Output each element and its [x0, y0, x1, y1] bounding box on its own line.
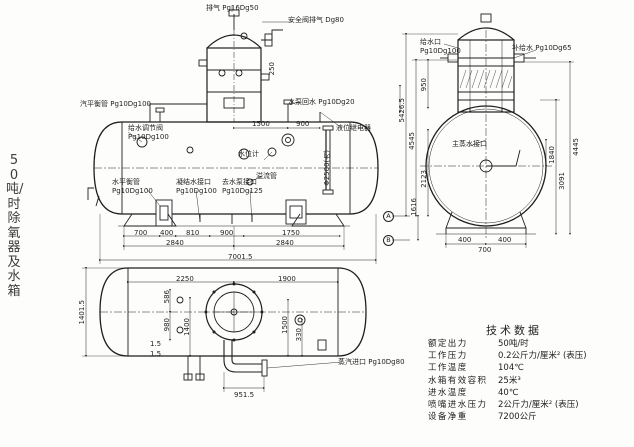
dim-1400: 1400: [183, 318, 191, 336]
callout-feedwater-control: 给水调节阀: [128, 124, 163, 132]
tech-label: 水箱有效容积: [428, 375, 488, 386]
side-elevation: [392, 13, 574, 248]
dim-1750: 1750: [282, 229, 300, 237]
callout-feed-inlet: 给水口: [420, 38, 441, 46]
tech-row: 进水温度 40℃: [428, 387, 628, 399]
dim-1401-5: 1401.5: [78, 300, 86, 325]
callout-feed-inlet-spec: Pg10Dg100: [420, 47, 461, 55]
callout-deaerated-water: 主蒸水接口: [452, 140, 487, 148]
dim-2840-right: 2840: [276, 239, 294, 247]
tech-table: 额定出力 50吨/时 工作压力 0.2公斤力/厘米² (表压) 工作温度 104…: [428, 338, 628, 423]
dim-1-5b: 1.5: [150, 350, 162, 358]
dim-1616: 1616: [410, 198, 418, 216]
tech-value: 50吨/时: [498, 339, 529, 349]
dim-1500: 1500: [252, 120, 270, 128]
tech-row: 工作压力 0.2公斤力/厘米² (表压): [428, 350, 628, 362]
dim-950: 950: [420, 78, 428, 92]
tech-value: 2公斤力/厘米² (表压): [498, 399, 579, 410]
tech-label: 进水温度: [428, 387, 468, 398]
tech-label: 工作温度: [428, 363, 468, 374]
dim-400b: 400: [458, 236, 472, 244]
dim-1-5a: 1.5: [150, 340, 162, 348]
front-elevation: [87, 6, 379, 264]
callout-exhaust: 排气 Pg16Dg50: [206, 4, 259, 12]
tech-value: 104℃: [498, 363, 524, 374]
callout-makeup-water: 补给水 Pg10Dg65: [512, 44, 572, 52]
plan-view: [82, 267, 367, 392]
dim-586: 586: [163, 290, 171, 304]
tech-row: 设备净重 7200公斤: [428, 411, 628, 423]
dim-3091: 3091: [558, 172, 566, 190]
dim-2840-left: 2840: [166, 239, 184, 247]
dim-900: 900: [296, 120, 310, 128]
dim-4445: 4445: [572, 138, 580, 156]
callout-level-switch: 液位继电器: [336, 124, 371, 132]
dim-700b: 700: [478, 246, 492, 254]
dim-5426-5: 5426.5: [398, 98, 406, 123]
dim-4545: 4545: [408, 132, 416, 150]
callout-water-balance-spec: Pg10Dg100: [112, 187, 153, 195]
grid-label-a: A: [383, 211, 394, 222]
dim-250: 250: [268, 62, 276, 76]
callout-condensate-inlet: 凝结水接口: [176, 178, 211, 186]
dim-330: 330: [295, 328, 303, 342]
callout-to-pump-spec: Pg10Dg125: [222, 187, 263, 195]
tech-table-title: 技术数据: [486, 324, 542, 337]
callout-steam-balance: 汽平衡管 Pg10Dg100: [80, 100, 151, 108]
tech-value: 40℃: [498, 387, 519, 398]
dim-1840: 1840: [548, 146, 556, 164]
dim-1500b: 1500: [281, 316, 289, 334]
callout-feedwater-control-spec: Pg10Dg100: [128, 133, 169, 141]
dim-phi2500: Φ2500(内): [323, 150, 331, 186]
tech-value: 25米³: [498, 375, 521, 386]
dim-951-5: 951.5: [234, 391, 255, 399]
tech-label: 额定出力: [428, 339, 468, 349]
tech-label: 喷嘴进水压力: [428, 399, 488, 410]
dim-400: 400: [160, 229, 174, 237]
tech-row: 额定出力 50吨/时: [428, 338, 628, 350]
drawing-title: 50吨/时除氧器及水箱: [6, 153, 24, 299]
tech-row: 工作温度 104℃: [428, 362, 628, 374]
tech-label: 工作压力: [428, 351, 468, 362]
dim-900b: 900: [220, 229, 234, 237]
callout-safety-valve: 安全阀排气 Dg80: [288, 16, 344, 24]
callout-water-balance: 水平衡管: [112, 178, 140, 186]
dim-700: 700: [134, 229, 148, 237]
callout-heater-inlet: 蒸汽进口 Pg10Dg80: [338, 358, 405, 366]
callout-level-gauge: 水位计: [238, 150, 259, 158]
callout-overflow: 溢流管: [256, 172, 277, 180]
dim-2250: 2250: [176, 275, 194, 283]
grid-label-b: B: [383, 235, 394, 246]
dim-400c: 400: [498, 236, 512, 244]
dim-7001-5: 7001.5: [228, 253, 253, 261]
dim-2123: 2123: [420, 170, 428, 188]
callout-pump-return: 水泵回水 Pg10Dg20: [288, 98, 355, 106]
callout-condensate-inlet-spec: Pg10Dg100: [176, 187, 217, 195]
dim-810: 810: [186, 229, 200, 237]
tech-label: 设备净重: [428, 412, 468, 423]
tech-row: 喷嘴进水压力 2公斤力/厘米² (表压): [428, 399, 628, 411]
callout-to-pump: 去水泵接口: [222, 178, 257, 186]
dim-980: 980: [163, 318, 171, 332]
tech-row: 水箱有效容积 25米³: [428, 375, 628, 387]
tech-value: 7200公斤: [498, 412, 537, 423]
dim-1900: 1900: [278, 275, 296, 283]
tech-value: 0.2公斤力/厘米² (表压): [498, 351, 587, 362]
